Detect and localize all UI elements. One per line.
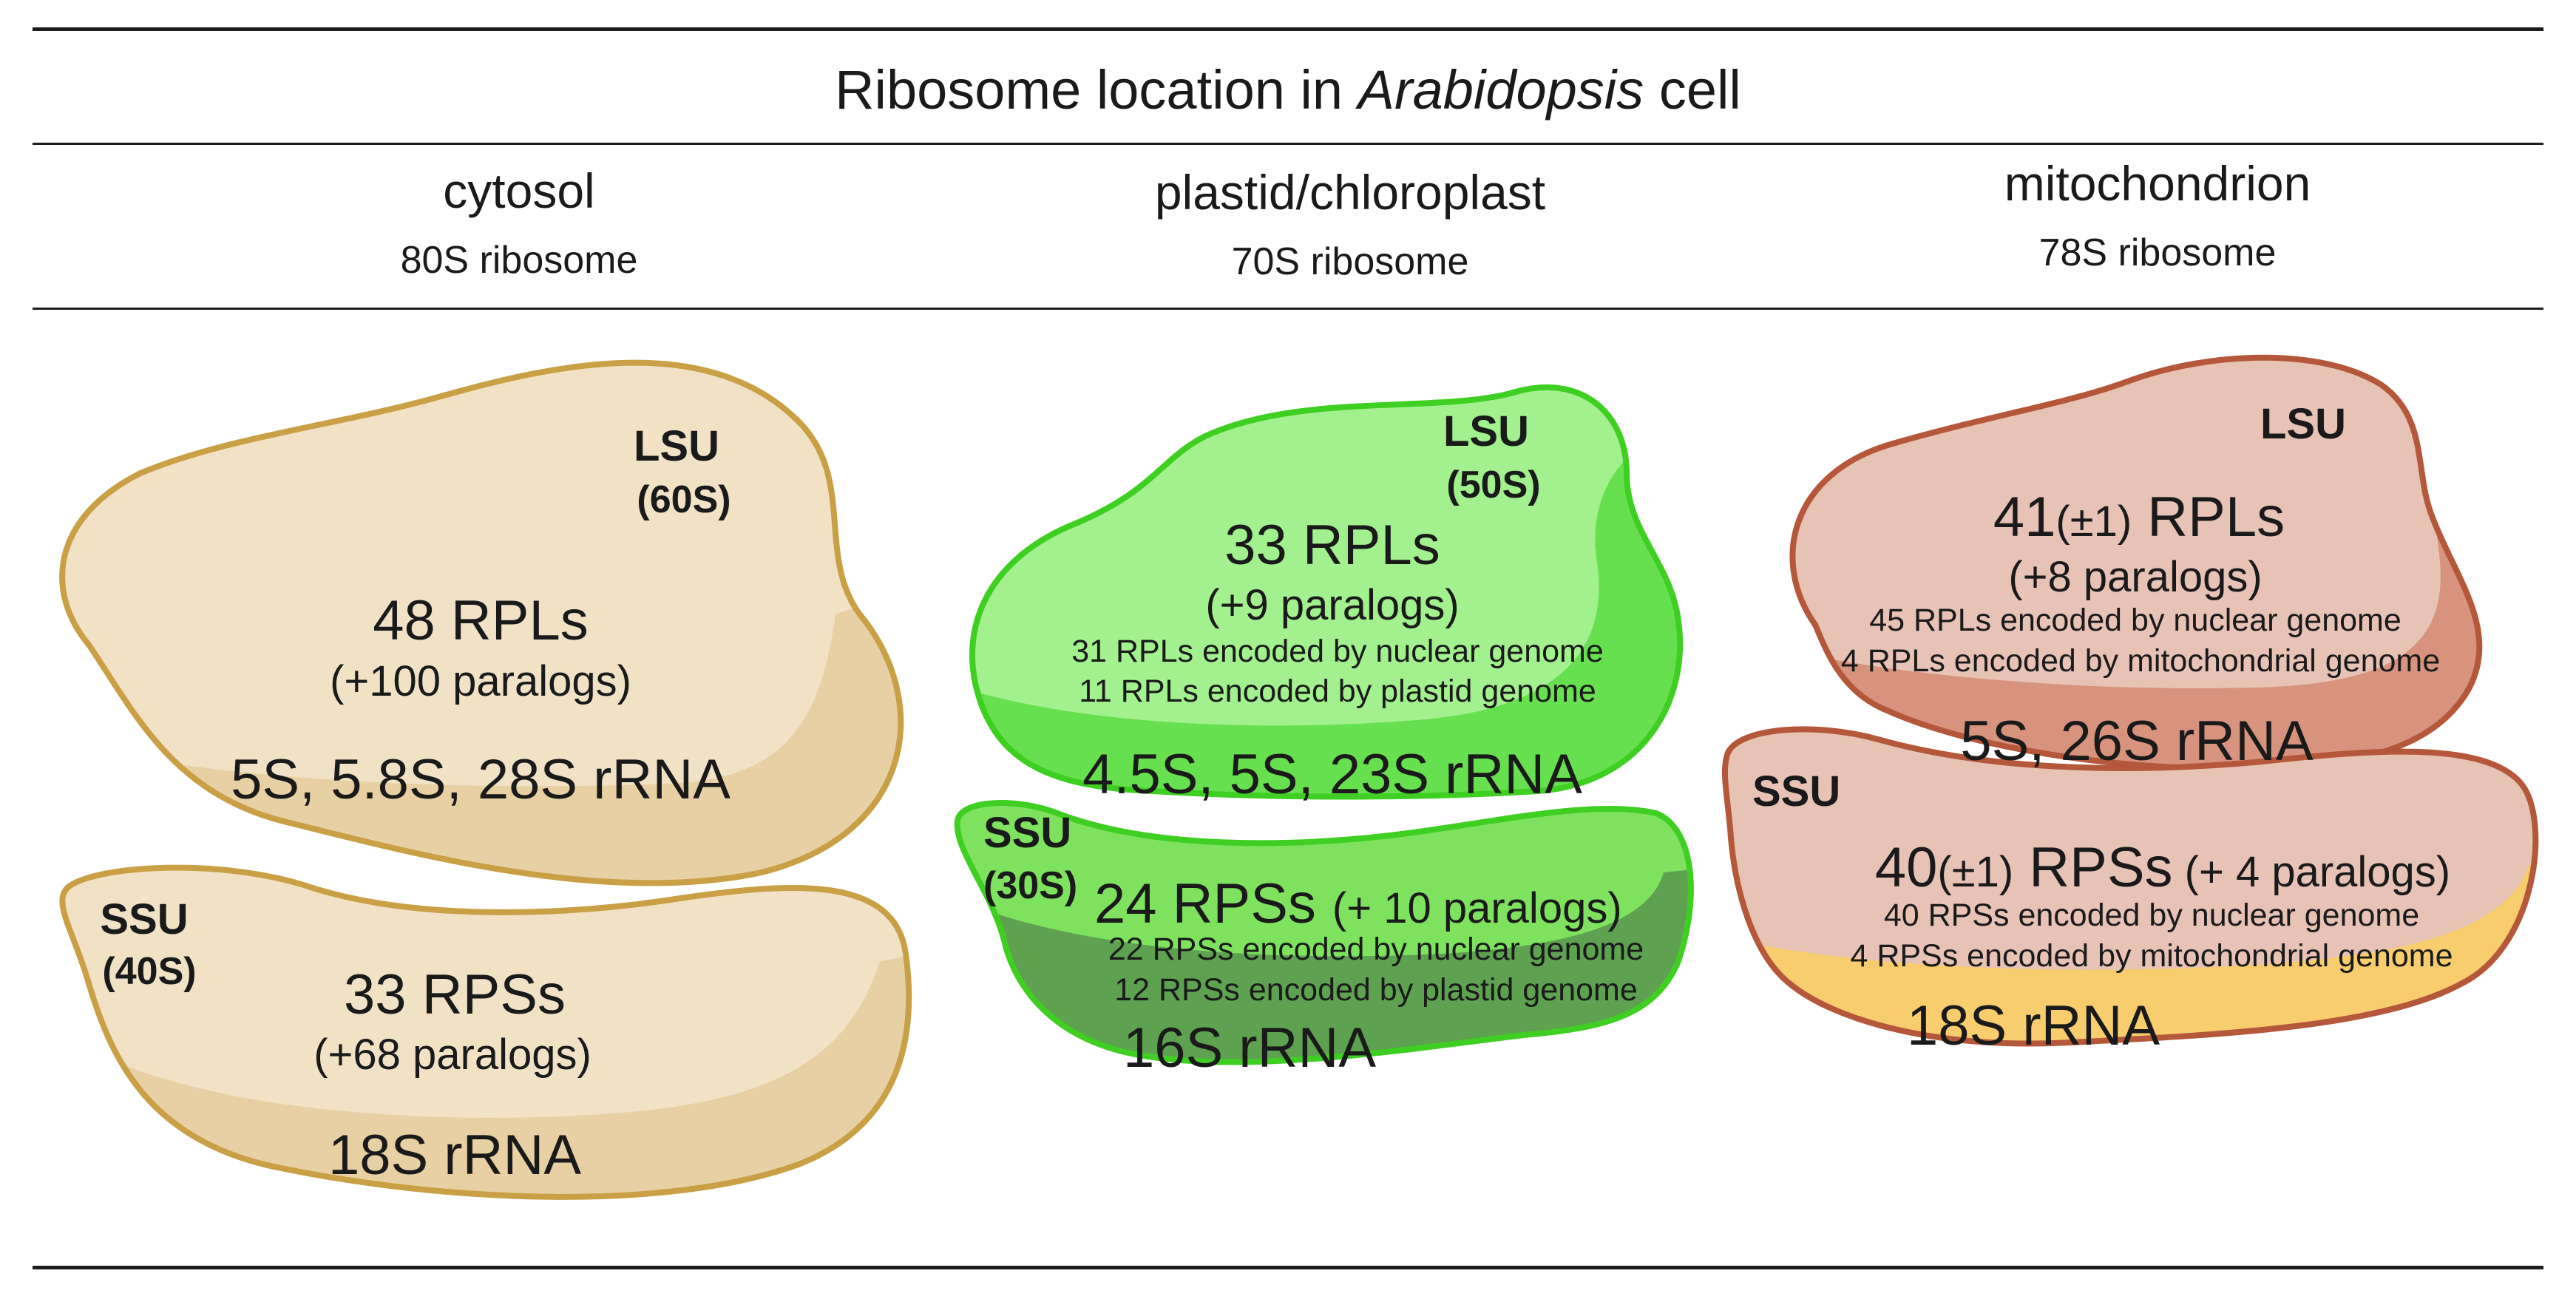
mitochondrion-ssu-proteins-line: 40(±1) RPSs (+ 4 paralogs) xyxy=(1875,840,2450,896)
plastid-ssu-organelle: 12 RPSs encoded by plastid genome xyxy=(1114,972,1638,1008)
mitochondrion-ssu-organelle: 4 RPSs encoded by mitochondrial genome xyxy=(1850,938,2453,974)
plastid-lsu-nuclear: 31 RPLs encoded by nuclear genome xyxy=(1071,634,1604,669)
column-subheader-plastid: 70S ribosome xyxy=(1231,240,1469,283)
plastid-ssu-nuclear: 22 RPSs encoded by nuclear genome xyxy=(1108,932,1644,967)
title-rule xyxy=(33,143,2543,145)
plastid-lsu-proteins: 33 RPLs xyxy=(1224,514,1440,577)
mitochondrion-lsu-label: LSU xyxy=(2260,400,2346,448)
mitochondrion-lsu-shape xyxy=(1789,354,2483,773)
mitochondrion-ssu-rrna: 18S rRNA xyxy=(1906,994,2160,1057)
plastid-ssu-label: SSU xyxy=(983,809,1072,857)
mitochondrion-lsu-rrna: 5S, 26S rRNA xyxy=(1960,710,2314,773)
cytosol-lsu-proteins: 48 RPLs xyxy=(373,589,589,652)
plastid-lsu-label: LSU xyxy=(1443,407,1529,455)
mitochondrion-ssu-shape xyxy=(1721,726,2539,1047)
title-suffix: cell xyxy=(1644,59,1741,121)
cytosol-ssu-label: SSU xyxy=(100,895,189,943)
mitochondrion-lsu-paralogs: (+8 paralogs) xyxy=(2008,553,2263,601)
title-prefix: Ribosome location in xyxy=(835,59,1358,121)
cytosol-ssu-unit: (40S) xyxy=(102,950,197,993)
plastid-ssu-unit: (30S) xyxy=(983,864,1078,907)
plastid-lsu-shape xyxy=(969,384,1684,800)
cytosol-ssu-proteins: 33 RPSs xyxy=(344,963,566,1026)
plastid-ssu-proteins-line: 24 RPSs(+ 10 paralogs) xyxy=(1094,876,1622,932)
plastid-lsu-rrna: 4.5S, 5S, 23S rRNA xyxy=(1082,743,1582,806)
mitochondrion-lsu-count: 41 xyxy=(1993,486,2056,549)
mitochondrion-ssu-paralogs: (+ 4 paralogs) xyxy=(2172,848,2451,896)
mitochondrion-lsu-organelle: 4 RPLs encoded by mitochondrial genome xyxy=(1840,643,2441,679)
cytosol-lsu-label: LSU xyxy=(634,422,719,470)
cytosol-lsu-unit: (60S) xyxy=(637,478,731,521)
plastid-lsu-unit: (50S) xyxy=(1446,464,1541,506)
cytosol-lsu-paralogs: (+100 paralogs) xyxy=(330,657,631,705)
column-subheader-mitochondrion: 78S ribosome xyxy=(2038,231,2277,274)
mitochondrion-lsu-variance: (±1) xyxy=(2055,498,2132,546)
column-subheader-cytosol: 80S ribosome xyxy=(400,239,638,282)
plastid-ssu-paralogs: (+ 10 paralogs) xyxy=(1332,884,1622,932)
plastid-ssu-proteins: 24 RPSs xyxy=(1094,872,1316,935)
header-rule xyxy=(33,308,2543,310)
mitochondrion-ssu-label: SSU xyxy=(1752,767,1841,815)
cytosol-lsu-rrna: 5S, 5.8S, 28S rRNA xyxy=(231,748,731,811)
mitochondrion-ssu-proteins: RPSs xyxy=(2013,836,2173,899)
column-header-cytosol: cytosol xyxy=(443,163,595,218)
cytosol-ssu-paralogs: (+68 paralogs) xyxy=(313,1031,592,1079)
top-rule xyxy=(33,27,2543,31)
plastid-ssu-rrna: 16S rRNA xyxy=(1122,1017,1377,1079)
figure-title: Ribosome location in Arabidopsis cell xyxy=(0,53,2576,127)
plastid-lsu-organelle: 11 RPLs encoded by plastid genome xyxy=(1079,674,1596,709)
bottom-rule xyxy=(33,1266,2543,1269)
mitochondrion-ssu-count: 40 xyxy=(1874,836,1938,899)
mitochondrion-ssu-nuclear: 40 RPSs encoded by nuclear genome xyxy=(1883,898,2420,933)
mitochondrion-ssu-variance: (±1) xyxy=(1937,848,2014,896)
mitochondrion-lsu-proteins: RPLs xyxy=(2132,486,2285,549)
plastid-lsu-paralogs: (+9 paralogs) xyxy=(1205,581,1460,629)
mitochondrion-lsu-proteins-line: 41(±1) RPLs xyxy=(1993,489,2285,546)
cytosol-ssu-rrna: 18S rRNA xyxy=(328,1124,582,1187)
title-organism: Arabidopsis xyxy=(1358,59,1644,121)
column-header-mitochondrion: mitochondrion xyxy=(2004,156,2311,211)
mitochondrion-lsu-nuclear: 45 RPLs encoded by nuclear genome xyxy=(1869,603,2402,638)
column-header-plastid: plastid/chloroplast xyxy=(1154,165,1546,220)
